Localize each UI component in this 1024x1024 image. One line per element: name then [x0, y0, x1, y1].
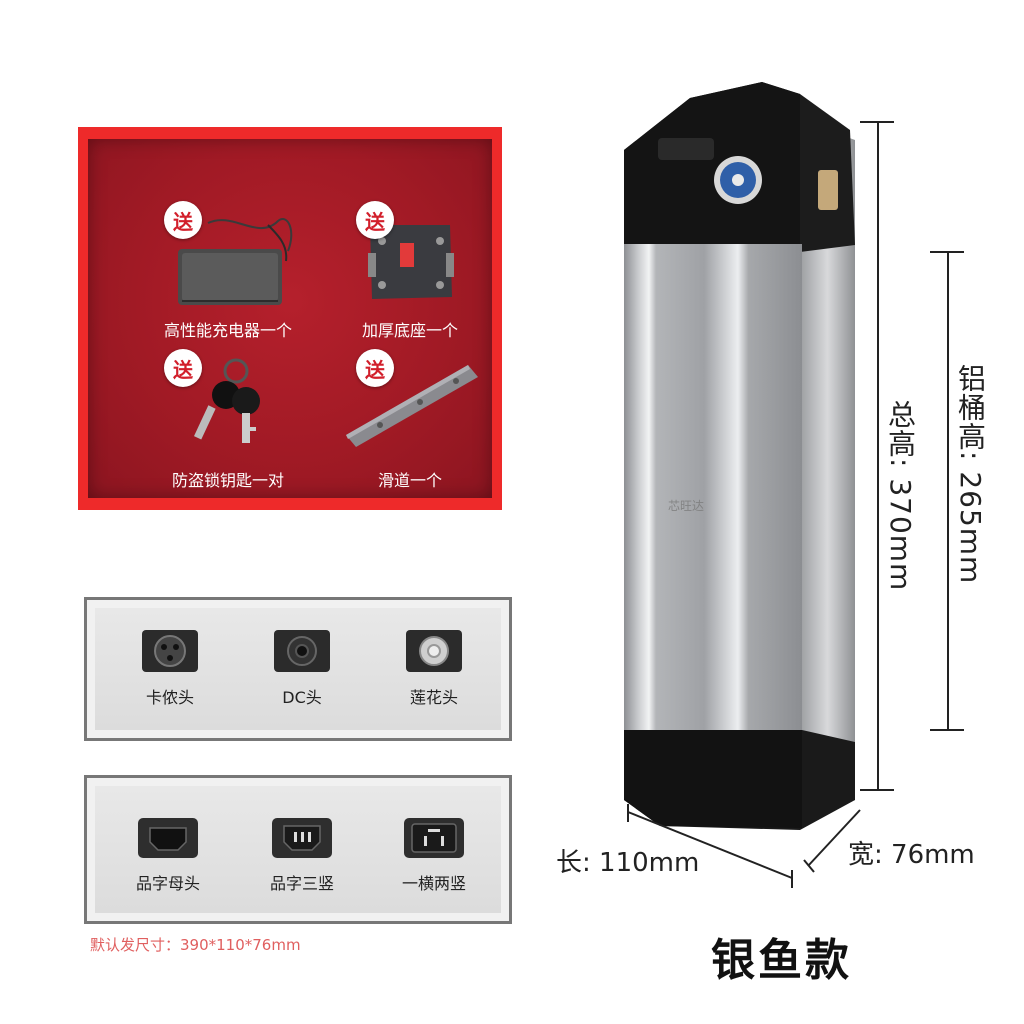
connector-label: DC头 [282, 688, 322, 707]
connector-iec-three-pin: 品字三竖 [247, 816, 357, 894]
gift-box-inner: 送 高性能充电器一个 送 加厚底座一个 [88, 139, 492, 498]
connector-rca: 莲花头 [379, 628, 489, 708]
slide-rail-icon [346, 365, 478, 447]
connector-label: 莲花头 [409, 688, 458, 707]
default-size-note: 默认发尺寸：390*110*76mm [90, 936, 301, 954]
gift-item-rail: 送 滑道一个 [320, 349, 500, 491]
width-label: 宽: 76mm [848, 840, 975, 870]
gift-label: 防盗锁钥匙一对 [171, 471, 284, 490]
rca-connector-icon [406, 630, 462, 672]
gift-label: 高性能充电器一个 [163, 321, 292, 340]
iec-three-pin-connector-icon [272, 818, 332, 858]
gift-item-charger: 送 高性能充电器一个 [138, 201, 318, 341]
watermark: 芯旺达 [668, 499, 705, 513]
xlr-connector-icon [142, 630, 198, 672]
gift-item-base: 送 加厚底座一个 [320, 201, 500, 341]
gift-item-keys: 送 防盗锁钥匙一对 [138, 349, 318, 491]
gift-label: 滑道一个 [377, 471, 442, 490]
connector-dc: DC头 [247, 628, 357, 708]
connector-iec-female: 品字母头 [113, 816, 223, 894]
connector-label: 品字三竖 [269, 874, 334, 893]
connector-panel-top-inner: 卡侬头 DC头 莲花头 [95, 608, 501, 730]
connector-label: 一横两竖 [401, 874, 466, 893]
gift-badge: 送 [164, 349, 202, 387]
keys-icon [194, 358, 260, 443]
base-plate-icon [368, 225, 454, 299]
connector-label: 品字母头 [135, 874, 200, 893]
charger-icon [178, 218, 293, 305]
tube-height-label: 铝桶高: 265mm [954, 364, 987, 585]
gift-box: 送 高性能充电器一个 送 加厚底座一个 [78, 127, 502, 510]
connector-xlr: 卡侬头 [115, 628, 225, 708]
gift-label: 加厚底座一个 [361, 321, 458, 340]
gift-badge: 送 [356, 201, 394, 239]
length-label: 长: 110mm [556, 848, 700, 878]
one-horizontal-two-vertical-connector-icon [404, 818, 464, 858]
connector-panel-bottom-inner: 品字母头 品字三竖 一横两竖 [95, 786, 501, 913]
iec-female-connector-icon [138, 818, 198, 858]
connector-panel-bottom: 品字母头 品字三竖 一横两竖 [84, 775, 512, 924]
model-name: 银鱼款 [711, 935, 852, 986]
total-height-label: 总高: 370mm [884, 400, 917, 592]
battery-body [624, 244, 802, 732]
connector-panel-top: 卡侬头 DC头 莲花头 [84, 597, 512, 741]
gift-badge: 送 [356, 349, 394, 387]
connector-label: 卡侬头 [145, 688, 194, 707]
connector-one-h-two-v: 一横两竖 [379, 816, 489, 894]
gift-badge: 送 [164, 201, 202, 239]
dc-connector-icon [274, 630, 330, 672]
